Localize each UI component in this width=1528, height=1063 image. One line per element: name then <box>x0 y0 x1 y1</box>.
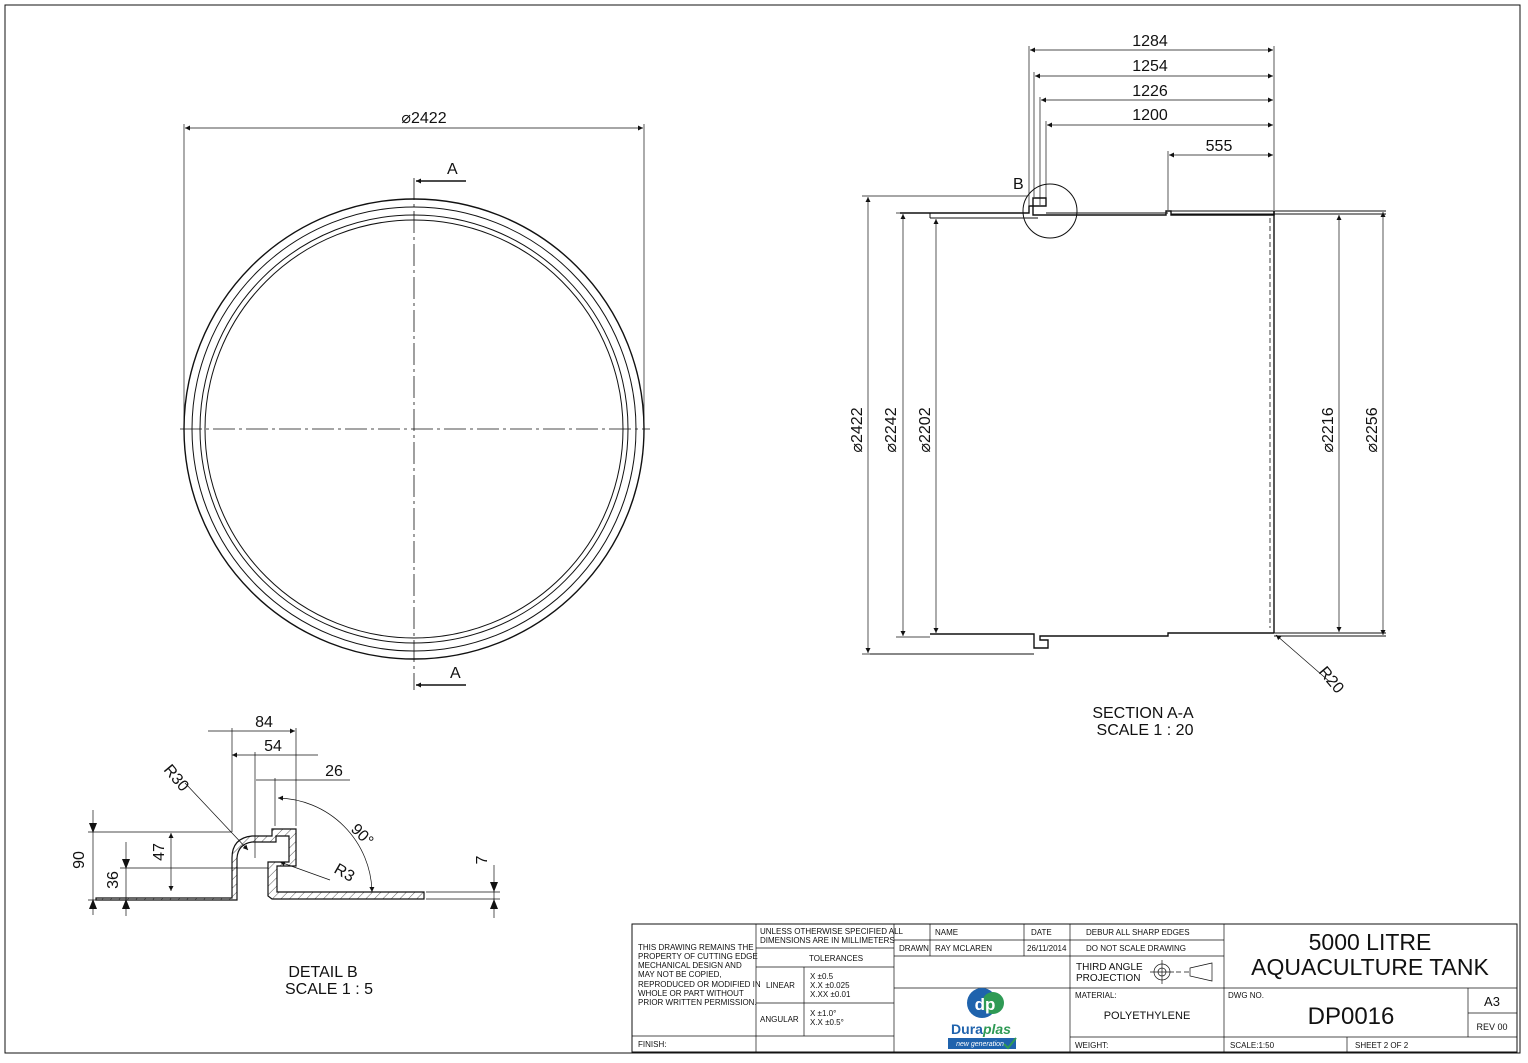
det-angle-label: 90° <box>347 821 376 850</box>
copyright-line-3: MECHANICAL DESIGN AND <box>638 961 742 970</box>
linear-value-3: X.XX ±0.01 <box>810 990 851 999</box>
det-label-36: 36 <box>105 871 122 889</box>
det-dim-7-arrows <box>490 882 498 909</box>
copyright-line-1: THIS DRAWING REMAINS THE <box>638 943 754 952</box>
detail-caption-1: DETAIL B <box>288 964 357 981</box>
sec-label-555: 555 <box>1206 138 1233 155</box>
logo-brand: Duraplas <box>951 1021 1011 1037</box>
drawn-date: 26/11/2014 <box>1027 944 1067 953</box>
det-label-84: 84 <box>255 714 273 731</box>
date-label: DATE <box>1031 928 1052 937</box>
finish-label: FINISH: <box>638 1040 666 1049</box>
det-label-47: 47 <box>151 843 168 861</box>
weight-label: WEIGHT: <box>1075 1041 1108 1050</box>
section-caption-2: SCALE 1 : 20 <box>1097 722 1194 739</box>
section-mark-bottom: A <box>450 665 461 682</box>
det-label-7: 7 <box>474 855 491 864</box>
sec-r20-label: R20 <box>1315 664 1347 697</box>
sec-label-2422: ⌀2422 <box>849 407 866 452</box>
plan-view: ⌀2422 A A <box>180 110 650 690</box>
title-block: THIS DRAWING REMAINS THE PROPERTY OF CUT… <box>631 923 1518 1053</box>
sec-label-1284: 1284 <box>1132 33 1168 50</box>
det-r30-leader <box>184 782 249 851</box>
section-mark-top: A <box>447 161 458 178</box>
linear-label: LINEAR <box>766 981 795 990</box>
note-debur: DEBUR ALL SHARP EDGES <box>1086 928 1190 937</box>
logo-check-icon <box>1003 1037 1017 1050</box>
det-r3-leader <box>279 861 331 881</box>
drawn-label: DRAWN <box>899 944 929 953</box>
copyright-line-6: WHOLE OR PART WITHOUT <box>638 989 744 998</box>
sec-label-2256: ⌀2256 <box>1364 407 1381 452</box>
logo-brand-b: plas <box>982 1021 1011 1037</box>
drawing-title-1: 5000 LITRE <box>1309 929 1432 955</box>
copyright-line-7: PRIOR WRITTEN PERMISSION. <box>638 998 757 1007</box>
drawing-title-2: AQUACULTURE TANK <box>1251 954 1489 980</box>
revision: REV 00 <box>1476 1022 1507 1032</box>
sec-label-2216: ⌀2216 <box>1320 407 1337 452</box>
det-dim-36-arrows <box>122 859 130 909</box>
det-r3-label: R3 <box>331 861 357 886</box>
sheet-size: A3 <box>1484 994 1500 1009</box>
note-scale: DO NOT SCALE DRAWING <box>1086 944 1186 953</box>
dwg-no-label: DWG NO. <box>1228 991 1264 1000</box>
detail-profile <box>95 828 425 901</box>
sec-label-2202: ⌀2202 <box>917 407 934 452</box>
det-label-90: 90 <box>71 851 88 869</box>
section-caption-1: SECTION A-A <box>1092 705 1194 722</box>
section-top-inner <box>930 210 1386 219</box>
sheet-number: SHEET 2 OF 2 <box>1355 1041 1409 1050</box>
logo-tagline: new generation <box>956 1041 1004 1048</box>
det-r30-label: R30 <box>160 762 192 795</box>
sec-label-1226: 1226 <box>1132 83 1168 100</box>
material-value: POLYETHYLENE <box>1104 1010 1191 1022</box>
logo-mark: dp <box>975 995 996 1014</box>
scale-value: SCALE:1:50 <box>1230 1041 1275 1050</box>
material-label: MATERIAL: <box>1075 991 1117 1000</box>
det-angle-arc <box>277 795 375 893</box>
sec-label-1254: 1254 <box>1132 58 1168 75</box>
tolerances-label: TOLERANCES <box>809 954 863 963</box>
section-view: B 1284 1254 1226 1200 555 ⌀2422 ⌀2242 ⌀2… <box>849 33 1386 739</box>
det-label-54: 54 <box>264 738 282 755</box>
name-label: NAME <box>935 928 958 937</box>
dwg-no: DP0016 <box>1308 1003 1395 1030</box>
copyright-line-5: REPRODUCED OR MODIFIED IN <box>638 980 761 989</box>
sec-label-2242: ⌀2242 <box>883 407 900 452</box>
plan-diameter-label: ⌀2422 <box>401 110 446 127</box>
units-note-1: UNLESS OTHERWISE SPECIFIED ALL <box>760 927 904 936</box>
detail-view: 84 54 26 R30 R3 90° 90 47 36 7 DETAIL B … <box>71 714 500 998</box>
angular-label: ANGULAR <box>760 1015 799 1024</box>
drawn-name: RAY MCLAREN <box>935 944 992 953</box>
detail-caption-2: SCALE 1 : 5 <box>285 981 373 998</box>
sec-label-1200: 1200 <box>1132 107 1168 124</box>
detail-b-callout: B <box>1013 176 1024 193</box>
projection-line-1: THIRD ANGLE <box>1076 962 1143 973</box>
sheet-border <box>4 4 1521 1054</box>
section-top-wall <box>900 197 1275 216</box>
projection-line-2: PROJECTION <box>1076 973 1140 984</box>
units-note-2: DIMENSIONS ARE IN MILLIMETERS <box>760 936 895 945</box>
copyright-line-2: PROPERTY OF CUTTING EDGE <box>638 952 758 961</box>
logo-brand-a: Dura <box>951 1021 983 1037</box>
sec-r20-leader <box>1275 634 1331 683</box>
det-label-26: 26 <box>325 763 343 780</box>
section-bottom-wall <box>930 632 1274 649</box>
angular-value-1: X ±1.0° <box>810 1009 836 1018</box>
duraplas-logo: dp Duraplas new generation <box>948 988 1017 1050</box>
angular-value-2: X.X ±0.5° <box>810 1018 844 1027</box>
copyright-line-4: MAY NOT BE COPIED, <box>638 970 722 979</box>
linear-value-2: X.X ±0.025 <box>810 981 850 990</box>
linear-value-1: X ±0.5 <box>810 972 834 981</box>
third-angle-projection-icon <box>1150 960 1213 984</box>
detail-b-circle <box>1022 183 1078 239</box>
